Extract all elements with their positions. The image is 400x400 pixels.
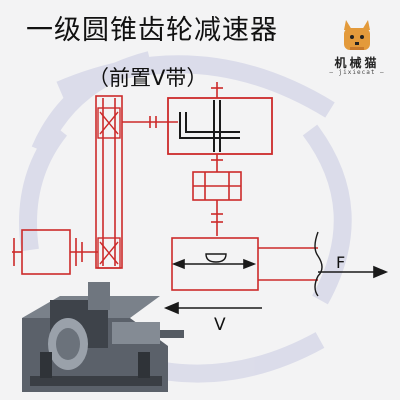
motor xyxy=(12,229,98,275)
cat-icon xyxy=(344,20,370,50)
belt-break xyxy=(314,231,323,297)
drum-arrow xyxy=(171,258,257,270)
velocity-arrow xyxy=(163,301,262,315)
input-shaft xyxy=(122,116,178,128)
output-shaft xyxy=(211,82,223,236)
force-arrow xyxy=(318,265,389,279)
bevel-gears xyxy=(179,100,240,152)
gearbox-housing xyxy=(167,97,273,155)
page-title: 一级圆锥齿轮减速器 xyxy=(26,15,278,46)
velocity-label: V xyxy=(214,315,226,335)
lower-pulley xyxy=(97,237,121,269)
machine-illustration xyxy=(22,282,184,392)
logo-subtext: — jixiecat — xyxy=(329,69,385,76)
coupling xyxy=(192,171,242,201)
logo-text: 机械猫 xyxy=(334,56,380,70)
brand-logo: 机械猫 — jixiecat — xyxy=(322,14,392,78)
page-subtitle: （前置V带） xyxy=(88,66,208,90)
drum-key xyxy=(205,253,227,263)
force-label: F xyxy=(336,253,345,272)
upper-pulley xyxy=(97,107,121,139)
